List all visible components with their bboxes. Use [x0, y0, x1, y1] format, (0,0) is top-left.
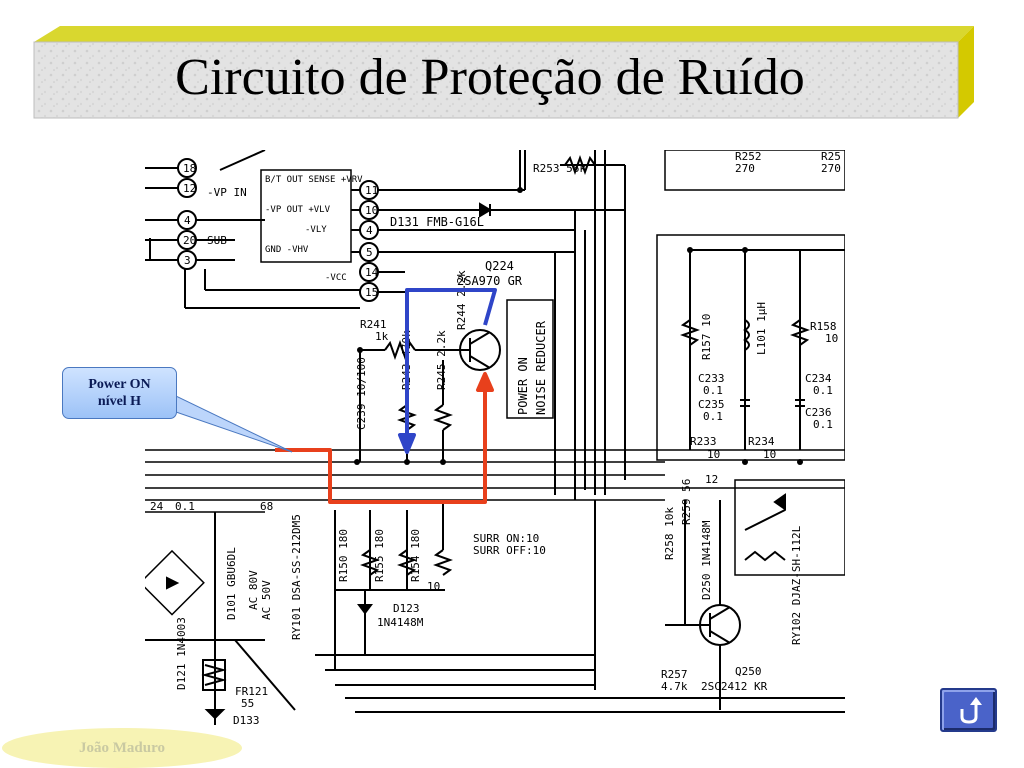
- author-label: João Maduro: [2, 728, 242, 768]
- svg-text:270: 270: [735, 162, 755, 175]
- svg-text:R25: R25: [821, 150, 841, 163]
- svg-text:R154 180: R154 180: [409, 529, 422, 582]
- svg-text:NOISE REDUCER: NOISE REDUCER: [534, 320, 548, 415]
- schematic-drawing: 18 12 4 20 3 -VP IN SUB 11 10 4 5 14 15 B/T…: [145, 150, 845, 725]
- power-on-callout: Power ON nível H: [62, 367, 177, 419]
- svg-text:D131 FMB-G16L: D131 FMB-G16L: [390, 215, 484, 229]
- svg-text:D133: D133: [233, 714, 260, 725]
- svg-text:68: 68: [260, 500, 273, 513]
- svg-text:GND -VHV: GND -VHV: [265, 245, 309, 255]
- svg-text:L101 1μH: L101 1μH: [755, 302, 768, 355]
- svg-text:24: 24: [150, 500, 164, 513]
- svg-text:AC 50V: AC 50V: [260, 580, 273, 620]
- svg-text:4: 4: [366, 224, 373, 237]
- svg-text:SUB: SUB: [207, 234, 227, 247]
- title-banner: Circuito de Proteção de Ruído: [0, 0, 1024, 130]
- svg-text:R158: R158: [810, 320, 837, 333]
- pin-12: 12: [183, 182, 196, 195]
- slide-title: Circuito de Proteção de Ruído: [175, 49, 805, 106]
- svg-text:-VP IN: -VP IN: [207, 186, 247, 199]
- svg-text:D250 1N4148M: D250 1N4148M: [700, 520, 713, 600]
- pin-20: 20: [183, 234, 196, 247]
- svg-text:10: 10: [427, 580, 440, 593]
- svg-text:10: 10: [825, 332, 838, 345]
- svg-text:270: 270: [821, 162, 841, 175]
- svg-text:RY102 DJAZ-SH-112L: RY102 DJAZ-SH-112L: [790, 525, 803, 645]
- svg-text:0.1: 0.1: [703, 384, 723, 397]
- svg-text:R233: R233: [690, 435, 717, 448]
- svg-text:1k: 1k: [375, 330, 389, 343]
- svg-text:C234: C234: [805, 372, 832, 385]
- svg-text:Q250: Q250: [735, 665, 762, 678]
- svg-text:0.1: 0.1: [703, 410, 723, 423]
- svg-text:0.1: 0.1: [813, 384, 833, 397]
- svg-text:POWER ON: POWER ON: [516, 357, 530, 415]
- svg-text:0.1: 0.1: [813, 418, 833, 431]
- svg-text:C233: C233: [698, 372, 725, 385]
- svg-text:12: 12: [705, 473, 718, 486]
- red-trace: [275, 380, 487, 504]
- return-button[interactable]: [940, 688, 997, 732]
- svg-text:RY101 DSA-SS-212DM5: RY101 DSA-SS-212DM5: [290, 514, 303, 640]
- svg-text:4.7k: 4.7k: [661, 680, 688, 693]
- title-banner-bevel: [33, 26, 974, 119]
- svg-text:15: 15: [365, 286, 378, 299]
- svg-text:R252: R252: [735, 150, 762, 163]
- svg-text:10: 10: [365, 204, 378, 217]
- svg-text:55: 55: [241, 697, 254, 710]
- svg-text:FR121: FR121: [235, 685, 268, 698]
- svg-text:2SC2412 KR: 2SC2412 KR: [701, 680, 768, 693]
- svg-text:5: 5: [366, 246, 373, 259]
- svg-text:R234: R234: [748, 435, 775, 448]
- svg-text:C236: C236: [805, 406, 832, 419]
- svg-text:10: 10: [707, 448, 720, 461]
- svg-text:2SA970 GR: 2SA970 GR: [457, 274, 523, 288]
- svg-text:R245 2.2k: R245 2.2k: [435, 330, 448, 390]
- callout-line-2: nível H: [97, 394, 142, 409]
- svg-text:R244 2.2k: R244 2.2k: [455, 270, 468, 330]
- pin-4: 4: [184, 214, 191, 227]
- svg-text:1N4148M: 1N4148M: [377, 616, 424, 629]
- svg-text:-VCC: -VCC: [325, 273, 347, 283]
- svg-text:R259 56: R259 56: [680, 479, 693, 525]
- svg-text:10: 10: [763, 448, 776, 461]
- circuit-schematic: 18 12 4 20 3 -VP IN SUB 11 10 4 5 14 15 B/T…: [145, 150, 845, 725]
- svg-text:R150 180: R150 180: [337, 529, 350, 582]
- svg-text:D101 GBU6DL: D101 GBU6DL: [225, 547, 238, 620]
- svg-text:14: 14: [365, 266, 379, 279]
- author-name: João Maduro: [79, 739, 165, 756]
- u-turn-arrow-icon: [960, 697, 982, 724]
- svg-text:C235: C235: [698, 398, 725, 411]
- svg-text:D123: D123: [393, 602, 420, 615]
- svg-text:R241: R241: [360, 318, 387, 331]
- svg-text:R257: R257: [661, 668, 688, 681]
- svg-text:R157 10: R157 10: [700, 314, 713, 360]
- svg-text:0.1: 0.1: [175, 500, 195, 513]
- svg-text:R155 180: R155 180: [373, 529, 386, 582]
- svg-text:C239 10/100: C239 10/100: [355, 357, 368, 430]
- svg-text:-VLY: -VLY: [305, 225, 327, 235]
- svg-text:AC 80V: AC 80V: [247, 570, 260, 610]
- svg-text:SURR OFF:10: SURR OFF:10: [473, 544, 546, 557]
- callout-line-1: Power ON: [88, 377, 151, 392]
- svg-text:R253 56k: R253 56k: [533, 162, 586, 175]
- svg-text:R258 10k: R258 10k: [663, 507, 676, 560]
- svg-text:B/T OUT SENSE +VRV: B/T OUT SENSE +VRV: [265, 175, 363, 185]
- pin-18: 18: [183, 162, 196, 175]
- svg-text:-VP OUT +VLV: -VP OUT +VLV: [265, 205, 331, 215]
- svg-text:11: 11: [365, 184, 378, 197]
- svg-text:D121 1N4003: D121 1N4003: [175, 617, 188, 690]
- svg-text:Q224: Q224: [485, 259, 514, 273]
- pin-3: 3: [184, 254, 191, 267]
- blue-trace: [405, 288, 497, 445]
- svg-text:SURR ON:10: SURR ON:10: [473, 532, 539, 545]
